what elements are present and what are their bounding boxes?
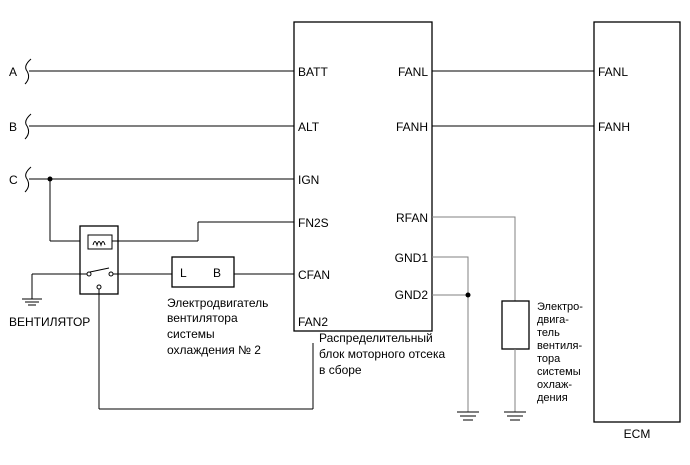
junction-block-caption-line: Распределительный [319,331,433,345]
pin-gnd2: GND2 [395,288,429,302]
input-c: C [9,166,294,242]
junction-dot-icon [465,292,471,298]
input-c-label: C [9,173,18,187]
junction-block-box [293,21,433,332]
ecm-pin-fanl: FANL [598,65,628,79]
ecm-pin-fanh: FANH [598,120,630,134]
wire-gnd1 [432,256,469,412]
fan-motor-caption-line: Электро- [537,301,583,313]
relay-coil-icon [92,241,106,247]
fan-motor-2-caption-line: Электродвигатель [167,296,268,310]
fan-motor-2-box [171,256,235,288]
fan-motor-caption-line: тора [537,353,561,365]
input-b-label: B [9,120,17,134]
ground-icon [504,411,526,421]
engine-room-junction-block: BATT ALT IGN FN2S CFAN FAN2 FANL FANH RF… [293,21,445,377]
pin-batt: BATT [298,65,328,79]
ecm-label: ECM [624,427,651,441]
junction-block-caption-line: блок моторного отсека [319,347,445,361]
fan-motor-2-terminal-b: B [213,266,221,280]
connector-b-icon [24,113,32,140]
ground-icon [22,298,42,306]
fan-motor-caption-line: системы [537,366,581,378]
fan-motor-caption-line: двига- [537,314,569,326]
pin-ign: IGN [298,173,319,187]
fan-motor-caption-line: дения [537,392,568,404]
connector-a-icon [24,58,32,85]
pin-fn2s: FN2S [298,216,329,230]
pin-fan2: FAN2 [298,315,328,329]
wire-rfan [432,216,516,301]
pin-cfan: CFAN [298,268,330,282]
fan-motor-2-caption-line: охлаждения № 2 [167,343,261,357]
fan-relay-label: ВЕНТИЛЯТОР [9,315,90,329]
pin-gnd1: GND1 [395,251,429,265]
input-b: B [9,113,294,140]
relay-coil-box [87,234,113,250]
ground-icon [457,411,479,421]
pin-fanl: FANL [398,65,428,79]
ecm-box [593,21,681,423]
fan-motor-2: L B Электродвигатель вентилятора системы… [167,256,268,357]
pin-rfan: RFAN [396,211,428,225]
connector-c-icon [24,166,32,193]
input-a-label: A [9,65,17,79]
pin-fanh: FANH [396,120,428,134]
fan-motor-2-caption-line: вентилятора [167,311,238,325]
ecm: FANL FANH ECM [593,21,681,441]
relay-switch-arm-icon [89,267,110,273]
pin-alt: ALT [298,120,320,134]
input-a: A [9,58,294,85]
fan-motor-2-caption-line: системы [167,327,215,341]
fan-motor-caption-line: вентиля- [537,340,582,352]
cooling-fan-motor-box [501,300,530,350]
junction-block-caption-line: в сборе [319,363,362,377]
fan-motor-2-terminal-l: L [180,266,187,280]
fan-motor-caption-line: охлаж- [537,379,572,391]
fan-motor-caption-line: тель [537,327,560,339]
cooling-fan-motor: Электро- двига- тель вентиля- тора систе… [501,300,583,404]
